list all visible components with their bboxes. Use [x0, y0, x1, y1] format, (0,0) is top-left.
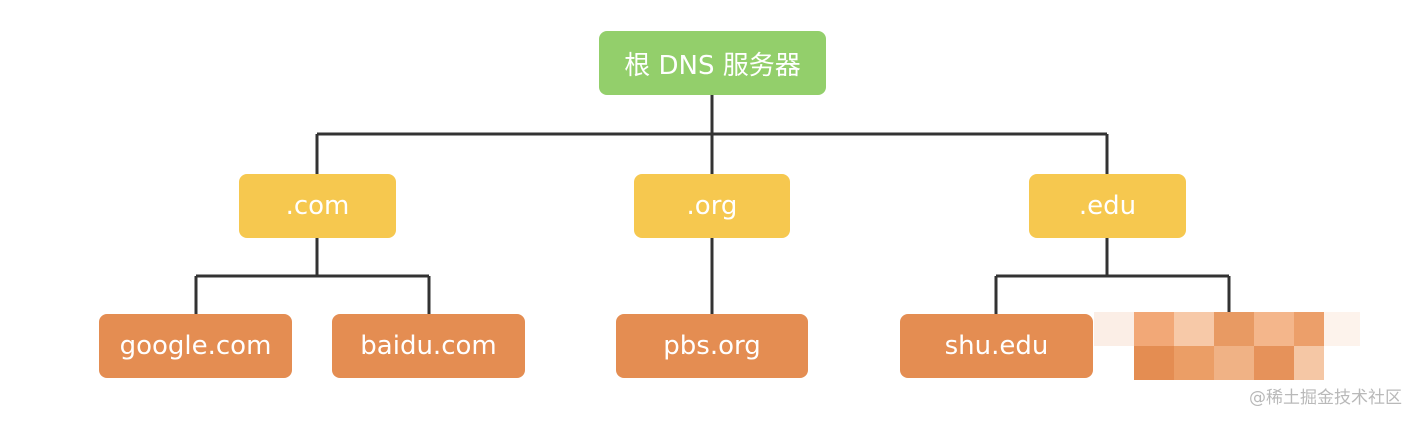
tld-node-org: .org	[634, 174, 790, 238]
leaf-label-shu: shu.edu	[944, 331, 1049, 361]
leaf-node-google: google.com	[99, 314, 292, 378]
tld-label-edu: .edu	[1078, 191, 1137, 221]
tld-node-com: .com	[239, 174, 396, 238]
leaf-node-pbs: pbs.org	[616, 314, 808, 378]
obscured-leaf-node	[1094, 312, 1360, 380]
tld-label-org: .org	[686, 191, 738, 221]
root-dns-server-node: 根 DNS 服务器	[599, 31, 826, 95]
leaf-node-baidu: baidu.com	[332, 314, 525, 378]
tld-label-com: .com	[285, 191, 350, 221]
leaf-node-shu: shu.edu	[900, 314, 1093, 378]
tld-node-edu: .edu	[1029, 174, 1186, 238]
leaf-label-pbs: pbs.org	[663, 331, 761, 361]
watermark-text: @稀土掘金技术社区	[1249, 388, 1402, 408]
root-dns-server-label: 根 DNS 服务器	[624, 50, 801, 81]
leaf-label-baidu: baidu.com	[360, 331, 497, 361]
leaf-label-google: google.com	[119, 331, 272, 361]
